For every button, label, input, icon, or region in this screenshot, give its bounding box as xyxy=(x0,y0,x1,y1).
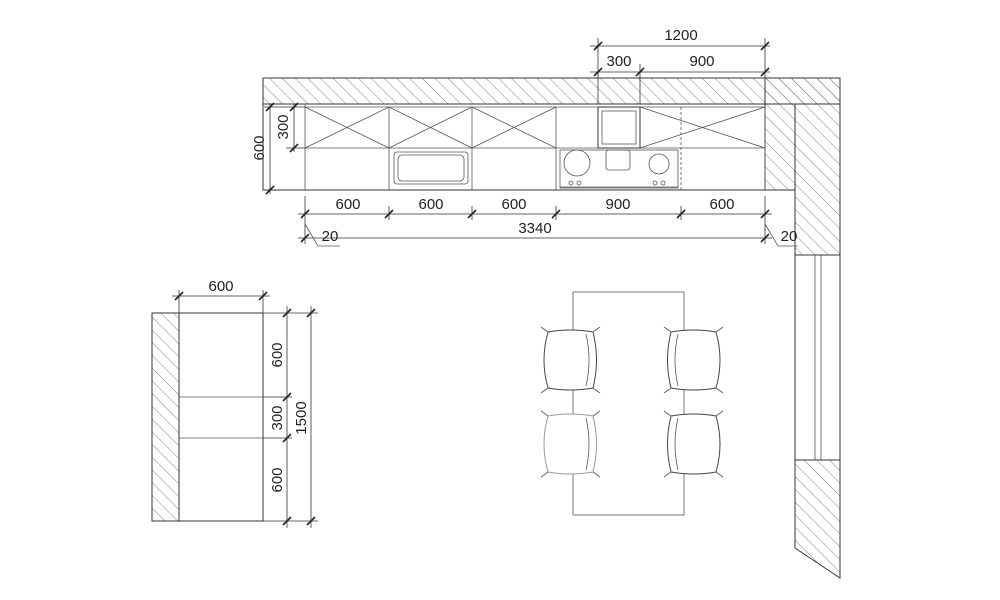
walls xyxy=(151,77,841,579)
dim-total-run: 3340 xyxy=(518,220,551,237)
dim-tall-width: 600 xyxy=(208,278,233,295)
dining-table xyxy=(572,291,685,516)
dim-600-depth: 600 xyxy=(251,135,268,160)
countertop xyxy=(262,103,796,191)
dim-tall-section-2: 300 xyxy=(269,405,286,430)
chair-bottom-right xyxy=(663,410,724,478)
tall-unit-dimensions: 600 600 300 600 1500 xyxy=(172,278,318,528)
sink xyxy=(393,151,469,185)
upper-cabinet-2 xyxy=(388,106,473,149)
chair-top-right xyxy=(663,326,724,394)
dim-gap-left: 20 xyxy=(322,228,339,245)
left-wall xyxy=(151,312,180,522)
depth-dimensions: 300 600 xyxy=(251,102,305,195)
dim-module-5: 600 xyxy=(709,196,734,213)
dim-tall-section-3: 600 xyxy=(269,467,286,492)
dim-300-upper: 300 xyxy=(275,114,292,139)
window xyxy=(794,254,841,461)
dim-1200: 1200 xyxy=(664,27,697,44)
upper-cabinet-1 xyxy=(304,106,390,149)
tall-unit xyxy=(178,312,264,522)
right-wall-upper xyxy=(764,77,841,256)
cooktop xyxy=(559,149,679,189)
dim-module-4: 900 xyxy=(605,196,630,213)
dim-module-2: 600 xyxy=(418,196,443,213)
top-wall xyxy=(262,77,841,105)
right-wall-lower xyxy=(794,459,841,579)
cabinet-run xyxy=(262,103,796,191)
dim-gap-right: 20 xyxy=(781,228,798,245)
top-dimensions: 1200 300 900 xyxy=(590,27,770,104)
range-hood xyxy=(597,106,641,149)
upper-cabinet-3 xyxy=(471,106,557,149)
dim-module-3: 600 xyxy=(501,196,526,213)
dim-tall-total: 1500 xyxy=(293,401,310,434)
dim-tall-section-1: 600 xyxy=(269,342,286,367)
chair-bottom-left xyxy=(540,410,601,478)
upper-cabinet-5 xyxy=(639,106,766,149)
dim-900-top: 900 xyxy=(689,53,714,70)
chair-top-left xyxy=(540,326,601,394)
dim-module-1: 600 xyxy=(335,196,360,213)
dim-300-top: 300 xyxy=(606,53,631,70)
run-dimensions: 600 600 600 900 600 3340 20 20 xyxy=(298,196,798,247)
